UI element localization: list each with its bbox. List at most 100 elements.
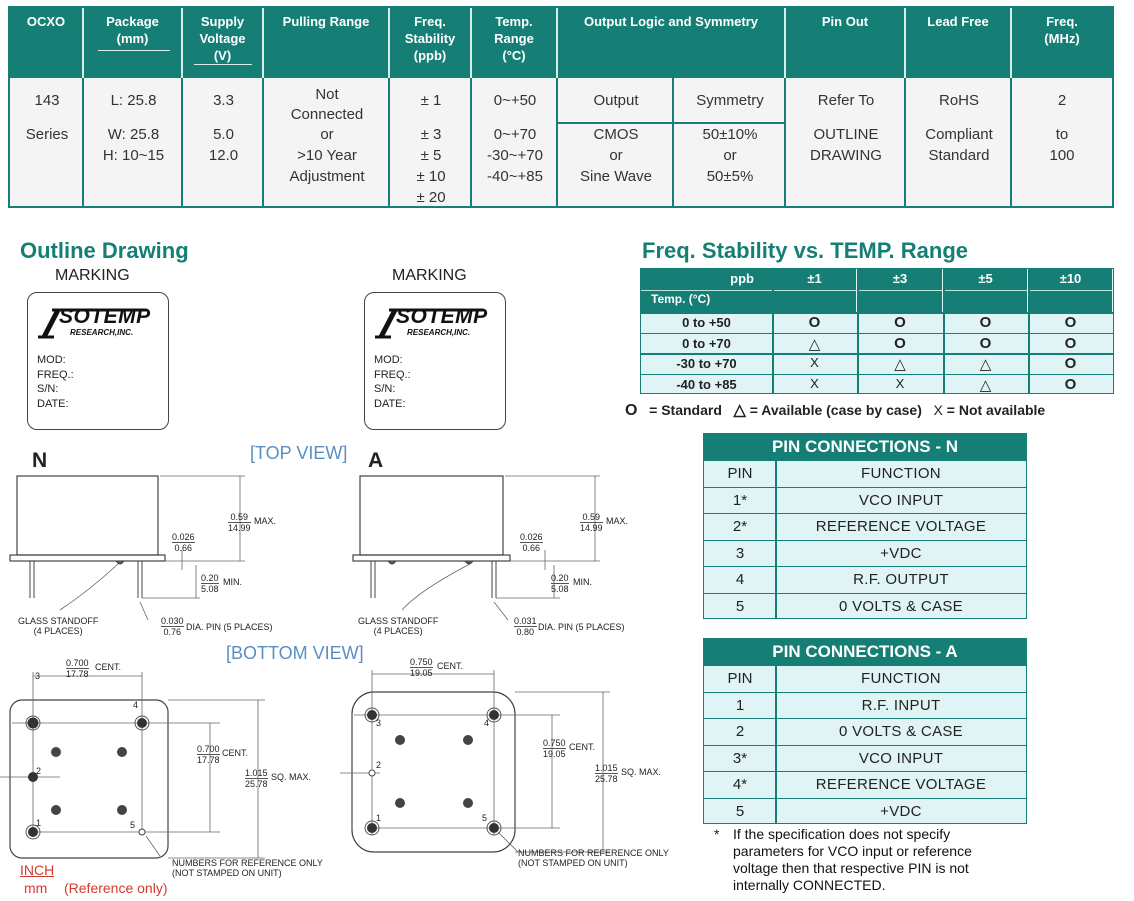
pin-number: 2 [735, 723, 745, 741]
marking-fields-a: MOD:FREQ.: S/N:DATE: [374, 354, 411, 410]
spec-symmetry-2: or [723, 147, 737, 164]
pin-number: 3 [735, 544, 745, 562]
spec-header-leadfree: Lead Free [906, 8, 1012, 78]
a-cent-suffix-side: CENT. [569, 742, 596, 752]
header-underline [194, 64, 252, 65]
pin-col-divider [775, 665, 777, 823]
pin-table-row: 5 0 VOLTS & CASE [704, 593, 1026, 621]
stability-col-0: ±1 [773, 269, 856, 312]
isotemp-logo [38, 308, 146, 339]
spec-column-leadfree [906, 78, 1012, 206]
stability-row-line [641, 353, 1113, 355]
stability-cell: O [808, 314, 821, 331]
pin-table-title: PIN CONNECTIONS - N [704, 434, 1026, 460]
pin-number: 5 [735, 598, 745, 615]
spec-temp-2: 0~+70 [493, 126, 537, 143]
stability-row-line [641, 373, 1113, 375]
a-sq-suffix: SQ. MAX. [621, 767, 662, 777]
spec-stability-2: ± 3 [420, 126, 442, 143]
spec-supply-1: 3.3 [213, 92, 234, 109]
logo-subtext: RESEARCH,INC. [407, 328, 471, 337]
a-pin-5: 5 [482, 813, 488, 823]
header-underline [98, 50, 170, 51]
stability-col-2: ±5 [944, 269, 1027, 312]
unit-inch: INCH [20, 862, 55, 878]
isotemp-logo [375, 308, 483, 339]
pin-function: 0 VOLTS & CASE [839, 598, 963, 615]
variant-n-label: N [32, 449, 48, 472]
a-pinlen-suffix: MIN. [573, 577, 592, 587]
pin-number: 1 [735, 696, 745, 714]
spec-temp-1: 0~+50 [493, 92, 537, 109]
spec-supply-3: 12.0 [208, 147, 239, 164]
top-view-label: [TOP VIEW] [250, 443, 348, 463]
stability-row-line [641, 312, 1113, 314]
stability-cell: △ [979, 356, 992, 373]
pin-table-row: 2*REFERENCE VOLTAGE [704, 513, 1026, 541]
pin-table-title: PIN CONNECTIONS - A [704, 639, 1026, 665]
spec-leadfree-3: Standard [928, 147, 990, 164]
marking-box-n: SOTEMP RESEARCH,INC. MOD:FREQ.: S/N:DATE… [27, 292, 169, 430]
spec-output-2: or [609, 147, 623, 164]
stability-cell: △ [808, 335, 821, 353]
side-view-a [352, 475, 600, 621]
pin-function: R.F. INPUT [861, 696, 941, 714]
pin-table-row: 1 R.F. INPUT [704, 691, 1026, 720]
stability-col-3: ±10 [1029, 269, 1112, 312]
spec-symmetry-1: 50±10% [702, 126, 758, 143]
spec-pulling-3: or [320, 126, 334, 143]
spec-pulling-1: Not [315, 86, 339, 103]
spec-leadfree-2: Compliant [925, 126, 993, 143]
unit-note: (Reference only) [64, 880, 168, 896]
pin-number: 1* [732, 491, 748, 509]
pin-function: FUNCTION [861, 670, 941, 687]
n-pinlen-suffix: MIN. [223, 577, 242, 587]
pin-function: FUNCTION [861, 465, 941, 482]
spec-freq-3: 100 [1049, 147, 1075, 164]
pin-table-header: PIN FUNCTION [704, 460, 1026, 488]
pin-function: R.F. OUTPUT [853, 571, 949, 589]
spec-column-stability [390, 78, 472, 206]
spec-column-output [558, 78, 786, 206]
spec-stability-1: ± 1 [420, 92, 442, 109]
spec-header-row [10, 8, 1112, 78]
spec-column-supply [183, 78, 264, 206]
logo-text: SOTEMP [59, 305, 151, 328]
spec-ocxo-series: Series [25, 126, 69, 143]
spec-symmetry-3: 50±5% [706, 168, 754, 185]
stability-cell: △ [894, 356, 906, 373]
stability-cell: O [979, 314, 992, 331]
stability-col-line [943, 269, 945, 393]
n-cent-suffix-side: CENT. [222, 748, 249, 758]
spec-header-pinout: Pin Out [786, 8, 906, 78]
n-cent-suffix-top: CENT. [95, 662, 122, 672]
spec-column-ocxo [10, 78, 84, 206]
a-pin-2: 2 [376, 760, 382, 770]
pin-function: REFERENCE VOLTAGE [815, 776, 987, 794]
spec-ocxo-value: 143 [34, 92, 60, 109]
bottom-view-a [340, 670, 610, 853]
spec-output-label: Output [593, 92, 639, 109]
pin-number: 4* [732, 776, 748, 794]
a-pin-1: 1 [376, 813, 382, 823]
pin-number: PIN [727, 465, 753, 482]
spec-pinout-3: DRAWING [810, 147, 882, 164]
marking-fields-n: MOD:FREQ.: S/N:DATE: [37, 354, 74, 410]
spec-stability-5: ± 20 [416, 189, 446, 206]
spec-package-3: H: 10~15 [102, 147, 165, 164]
marking-label-a: MARKING [392, 267, 467, 284]
pin-table-row: 4* REFERENCE VOLTAGE [704, 771, 1026, 799]
spec-pulling-4: >10 Year [297, 147, 357, 164]
stability-row-label: 0 to +70 [682, 335, 731, 351]
stability-col-1: ±3 [858, 269, 942, 312]
spec-stability-4: ± 10 [416, 168, 446, 185]
pin-col-divider [775, 460, 777, 618]
stability-cell: X [895, 375, 905, 391]
n-glass-standoff: GLASS STANDOFF(4 PLACES) [18, 616, 99, 636]
